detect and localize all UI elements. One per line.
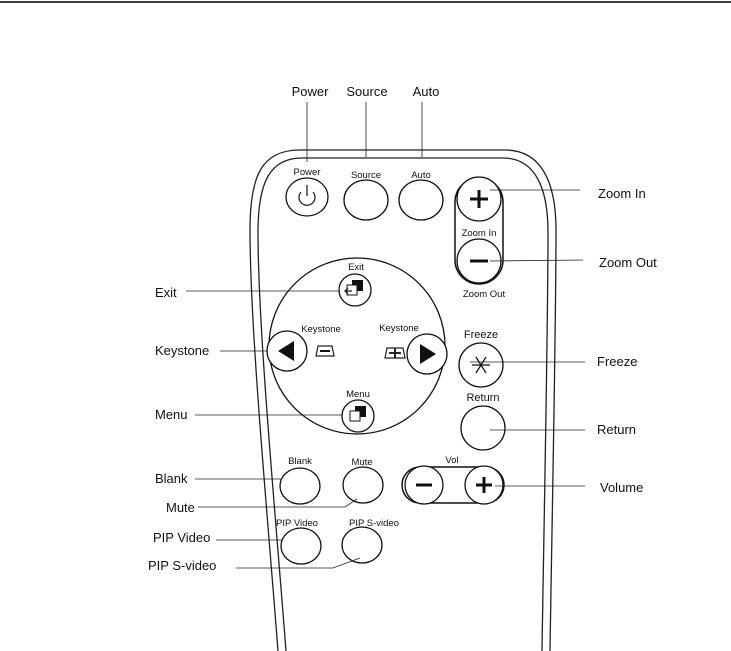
exit-label: Exit (348, 262, 364, 273)
callout-mute: Mute (166, 500, 195, 515)
callout-source: Source (346, 84, 387, 99)
callout-volume: Volume (600, 480, 643, 495)
keystone-minus-icon (315, 345, 335, 357)
zoom-in-label: Zoom In (462, 228, 497, 239)
snowflake-icon (472, 356, 490, 374)
vol-label: Vol (445, 455, 458, 466)
callout-keystone: Keystone (155, 343, 209, 358)
return-button[interactable] (460, 405, 506, 451)
auto-label: Auto (411, 170, 431, 181)
callout-zoom-out: Zoom Out (599, 255, 657, 270)
mute-label: Mute (351, 457, 372, 468)
keystone-left-button[interactable] (266, 330, 308, 372)
right-arrow-icon (420, 344, 436, 364)
plus-icon (476, 477, 492, 493)
callout-menu: Menu (155, 407, 188, 422)
pip-video-button[interactable] (280, 527, 322, 565)
callout-pip-svideo: PIP S-video (148, 558, 216, 573)
blank-label: Blank (288, 456, 312, 467)
pip-svideo-label: PIP S-video (349, 518, 399, 529)
keystone-plus-icon (384, 347, 406, 359)
source-button[interactable] (343, 179, 389, 221)
callout-blank: Blank (155, 471, 188, 486)
plus-icon (470, 190, 488, 208)
source-label: Source (351, 170, 381, 181)
volume-up-button[interactable] (464, 465, 504, 505)
exit-icon (344, 280, 363, 296)
return-label: Return (466, 392, 499, 404)
freeze-button[interactable] (458, 342, 504, 388)
callout-auto: Auto (413, 84, 440, 99)
left-arrow-icon (278, 341, 294, 361)
callout-pip-video: PIP Video (153, 530, 210, 545)
blank-button[interactable] (279, 467, 321, 505)
auto-button[interactable] (398, 179, 444, 221)
zoom-in-button[interactable] (456, 176, 502, 222)
pip-svideo-button[interactable] (341, 526, 383, 564)
exit-button[interactable] (338, 273, 372, 307)
callout-zoom-in: Zoom In (598, 186, 646, 201)
menu-label: Menu (346, 389, 370, 400)
power-label: Power (294, 167, 321, 178)
callout-exit: Exit (155, 285, 177, 300)
keystone-left-label: Keystone (301, 324, 341, 335)
zoom-out-label: Zoom Out (463, 289, 506, 300)
keystone-right-button[interactable] (406, 333, 448, 375)
menu-button[interactable] (341, 399, 375, 433)
mute-button[interactable] (342, 466, 384, 504)
menu-icon (349, 406, 366, 422)
callout-return: Return (597, 422, 636, 437)
keystone-right-label: Keystone (379, 323, 419, 334)
power-icon (298, 185, 316, 206)
callout-power: Power (292, 84, 330, 99)
volume-down-button[interactable] (404, 465, 444, 505)
freeze-label: Freeze (464, 329, 498, 341)
pip-video-label: PIP Video (276, 518, 318, 529)
power-button[interactable] (285, 177, 329, 217)
callout-freeze: Freeze (597, 354, 637, 369)
